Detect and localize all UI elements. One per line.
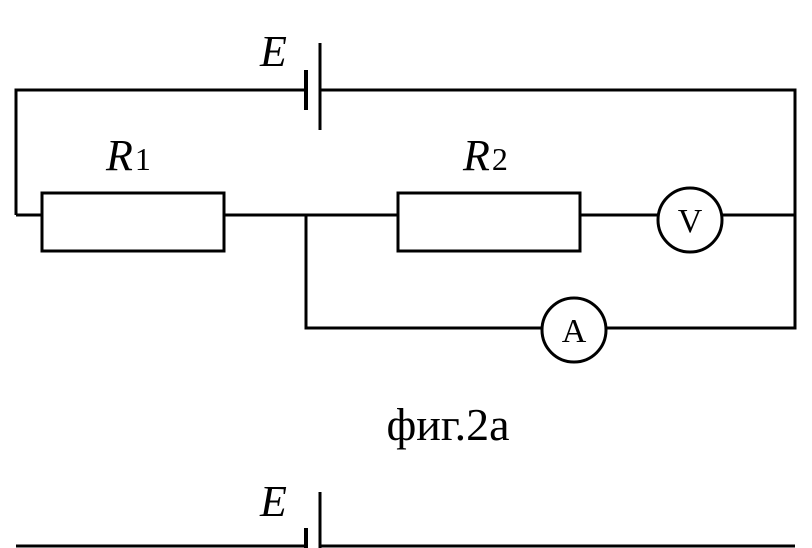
- resistor-r1: [40, 191, 226, 253]
- resistor-r1-label: R1: [105, 131, 151, 180]
- ammeter-label: A: [562, 313, 587, 350]
- r2-subscript: 2: [492, 141, 508, 177]
- top-right-wire: [320, 88, 797, 215]
- battery-symbol: [304, 43, 322, 130]
- battery-label-2: E: [259, 477, 287, 526]
- r1-subscript: 1: [135, 141, 151, 177]
- voltmeter-label: V: [678, 203, 703, 240]
- ammeter: [540, 296, 608, 364]
- r2-symbol: R: [462, 131, 490, 180]
- wire-ammeter-to-right: [606, 215, 797, 330]
- voltmeter: [656, 186, 724, 254]
- figure-2a-circuit: E V R1 R2 A: [14, 27, 797, 364]
- resistor-r2: [396, 191, 582, 253]
- resistor-r2-label: R2: [462, 131, 508, 180]
- r1-symbol: R: [105, 131, 133, 180]
- top-left-wire: [14, 88, 306, 215]
- battery-label: E: [259, 27, 287, 76]
- figure-2b-circuit-partial: E: [16, 477, 795, 548]
- wire-junction-to-ammeter: [304, 215, 542, 330]
- figure-caption: фиг.2а: [386, 399, 509, 450]
